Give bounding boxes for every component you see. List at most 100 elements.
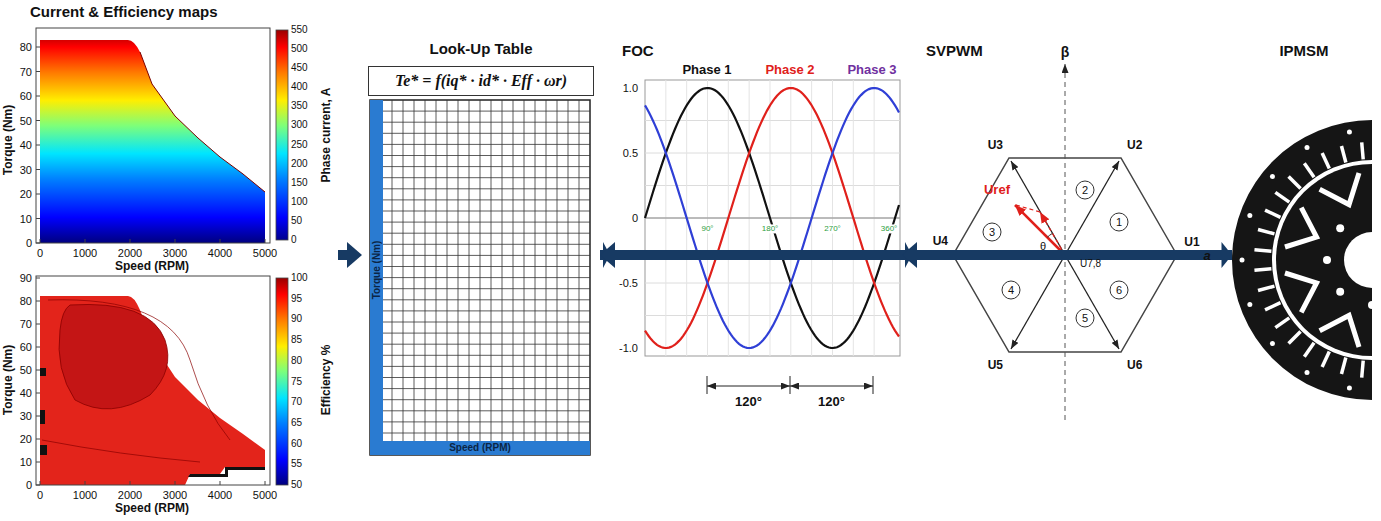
motor-cross-section: [1240, 258, 1245, 263]
axis-ticks: [36, 462, 40, 463]
axis-tick: -0.5: [619, 277, 638, 290]
axis-tick: 60: [20, 90, 32, 103]
formula-box: Te* = f(iq* · id* · Eff · ωr): [368, 66, 594, 96]
lookup-grid: [370, 399, 590, 400]
efficiency-map: [59, 304, 168, 408]
axis-tick: 80: [20, 295, 32, 308]
colorbar-tick: 350: [291, 101, 308, 113]
axis-tick: 50: [20, 364, 32, 377]
lookup-grid: [370, 441, 590, 455]
axis-tick: 40: [20, 387, 32, 400]
lookup-grid: [370, 355, 590, 356]
motor-cross-section: [1285, 208, 1317, 247]
axis-ticks: [36, 243, 40, 244]
lookup-grid: [370, 177, 590, 178]
angle-label: 120°: [818, 395, 845, 410]
motor-cross-section: [1258, 229, 1274, 233]
axis-ticks: [36, 71, 40, 72]
flow-arrow: [600, 242, 1232, 268]
phase-plot: [645, 88, 899, 348]
lookup-grid: [370, 188, 590, 189]
panel-title: IPMSM: [1232, 42, 1376, 59]
axis-tick: 0: [26, 479, 32, 492]
colorbar-tick: 50: [291, 479, 302, 491]
current-map: [36, 28, 270, 243]
axis-ticks: [36, 47, 40, 48]
lookup-grid: [370, 433, 590, 434]
motor-cross-section: [1247, 213, 1252, 218]
phase-plot: [645, 120, 900, 121]
motor-panel: IPMSM: [1232, 38, 1376, 418]
colorbar-tick: 90: [291, 314, 302, 326]
motor-cross-section: [1276, 164, 1372, 356]
motor-cross-section: [1322, 352, 1329, 367]
axis-title: Torque (Nm): [2, 345, 16, 415]
motor-cross-section: [1341, 358, 1345, 374]
efficiency-map: [40, 368, 46, 376]
phase-plot: [645, 218, 900, 219]
motor-cross-section: [1341, 146, 1345, 162]
space-vector-hexagon: [1015, 205, 1065, 255]
lookup-grid: [370, 144, 590, 145]
axis-tick: 1000: [73, 489, 97, 502]
axis-tick: 4000: [208, 247, 232, 260]
current-map: [36, 28, 288, 243]
axis-tick: 0: [37, 247, 43, 260]
axis-tick: 1.0: [623, 82, 638, 95]
space-vector-hexagon: [1076, 181, 1094, 199]
motor-cross-section: [1322, 153, 1329, 168]
lookup-grid: [370, 366, 590, 367]
phase-plot: [707, 376, 708, 394]
angle-tick: 270°: [823, 224, 842, 233]
current-map: [40, 40, 265, 243]
axis-tick: 10: [20, 212, 32, 225]
motor-cross-section: [1289, 177, 1301, 189]
lookup-grid: [370, 288, 590, 289]
lookup-grid: [370, 322, 590, 323]
angle-tick: 90°: [700, 224, 714, 233]
axis-ticks: [36, 218, 40, 219]
lookup-grid: [370, 377, 590, 378]
colorbar-tick: 65: [291, 417, 302, 429]
axis-tick: 3000: [163, 489, 187, 502]
axis-ticks: [40, 239, 41, 243]
efficiency-map: [42, 440, 200, 462]
motor-cross-section: [1362, 361, 1363, 378]
axis-tick: 3000: [163, 247, 187, 260]
flow-arrow: [600, 242, 615, 268]
flow-arrow: [902, 242, 917, 268]
axis-ticks: [36, 169, 40, 170]
axis-ticks: [175, 239, 176, 243]
colorbar-title: Efficiency %: [320, 345, 334, 416]
motor-cross-section: [1362, 142, 1363, 159]
colorbar-tick: 150: [291, 177, 308, 189]
flow-arrow: [338, 242, 362, 268]
svpwm-panel: SVPWM: [912, 38, 1217, 438]
current-map: [276, 30, 288, 240]
axis-title: Torque (Nm): [2, 105, 16, 175]
axis-tick: 0: [37, 489, 43, 502]
vector-label: U3: [988, 139, 1003, 153]
efficiency-map: [40, 445, 47, 455]
space-vector-hexagon: [1002, 281, 1020, 299]
colorbar-tick: 550: [291, 24, 308, 36]
space-vector-hexagon: [1065, 255, 1119, 349]
axis-ticks: [36, 278, 40, 279]
axis-title: Speed (RPM): [449, 442, 511, 454]
lookup-grid: [370, 100, 590, 455]
axis-name: β: [1061, 44, 1070, 60]
space-vector-hexagon: [1047, 233, 1052, 237]
space-vector-hexagon: [1011, 255, 1065, 349]
lookup-grid: [370, 133, 590, 134]
lookup-grid: [370, 166, 590, 167]
panel-title: FOC: [622, 42, 654, 59]
axis-tick: 20: [20, 188, 32, 201]
axis-ticks: [175, 481, 176, 485]
foc-panel: FOC: [610, 38, 902, 438]
axis-title: Speed (RPM): [115, 502, 189, 516]
angle-symbol: θ: [1040, 240, 1046, 253]
lookup-grid: [370, 310, 590, 311]
axis-tick: 30: [20, 163, 32, 176]
axis-tick: 80: [20, 41, 32, 54]
axis-tick: 60: [20, 341, 32, 354]
